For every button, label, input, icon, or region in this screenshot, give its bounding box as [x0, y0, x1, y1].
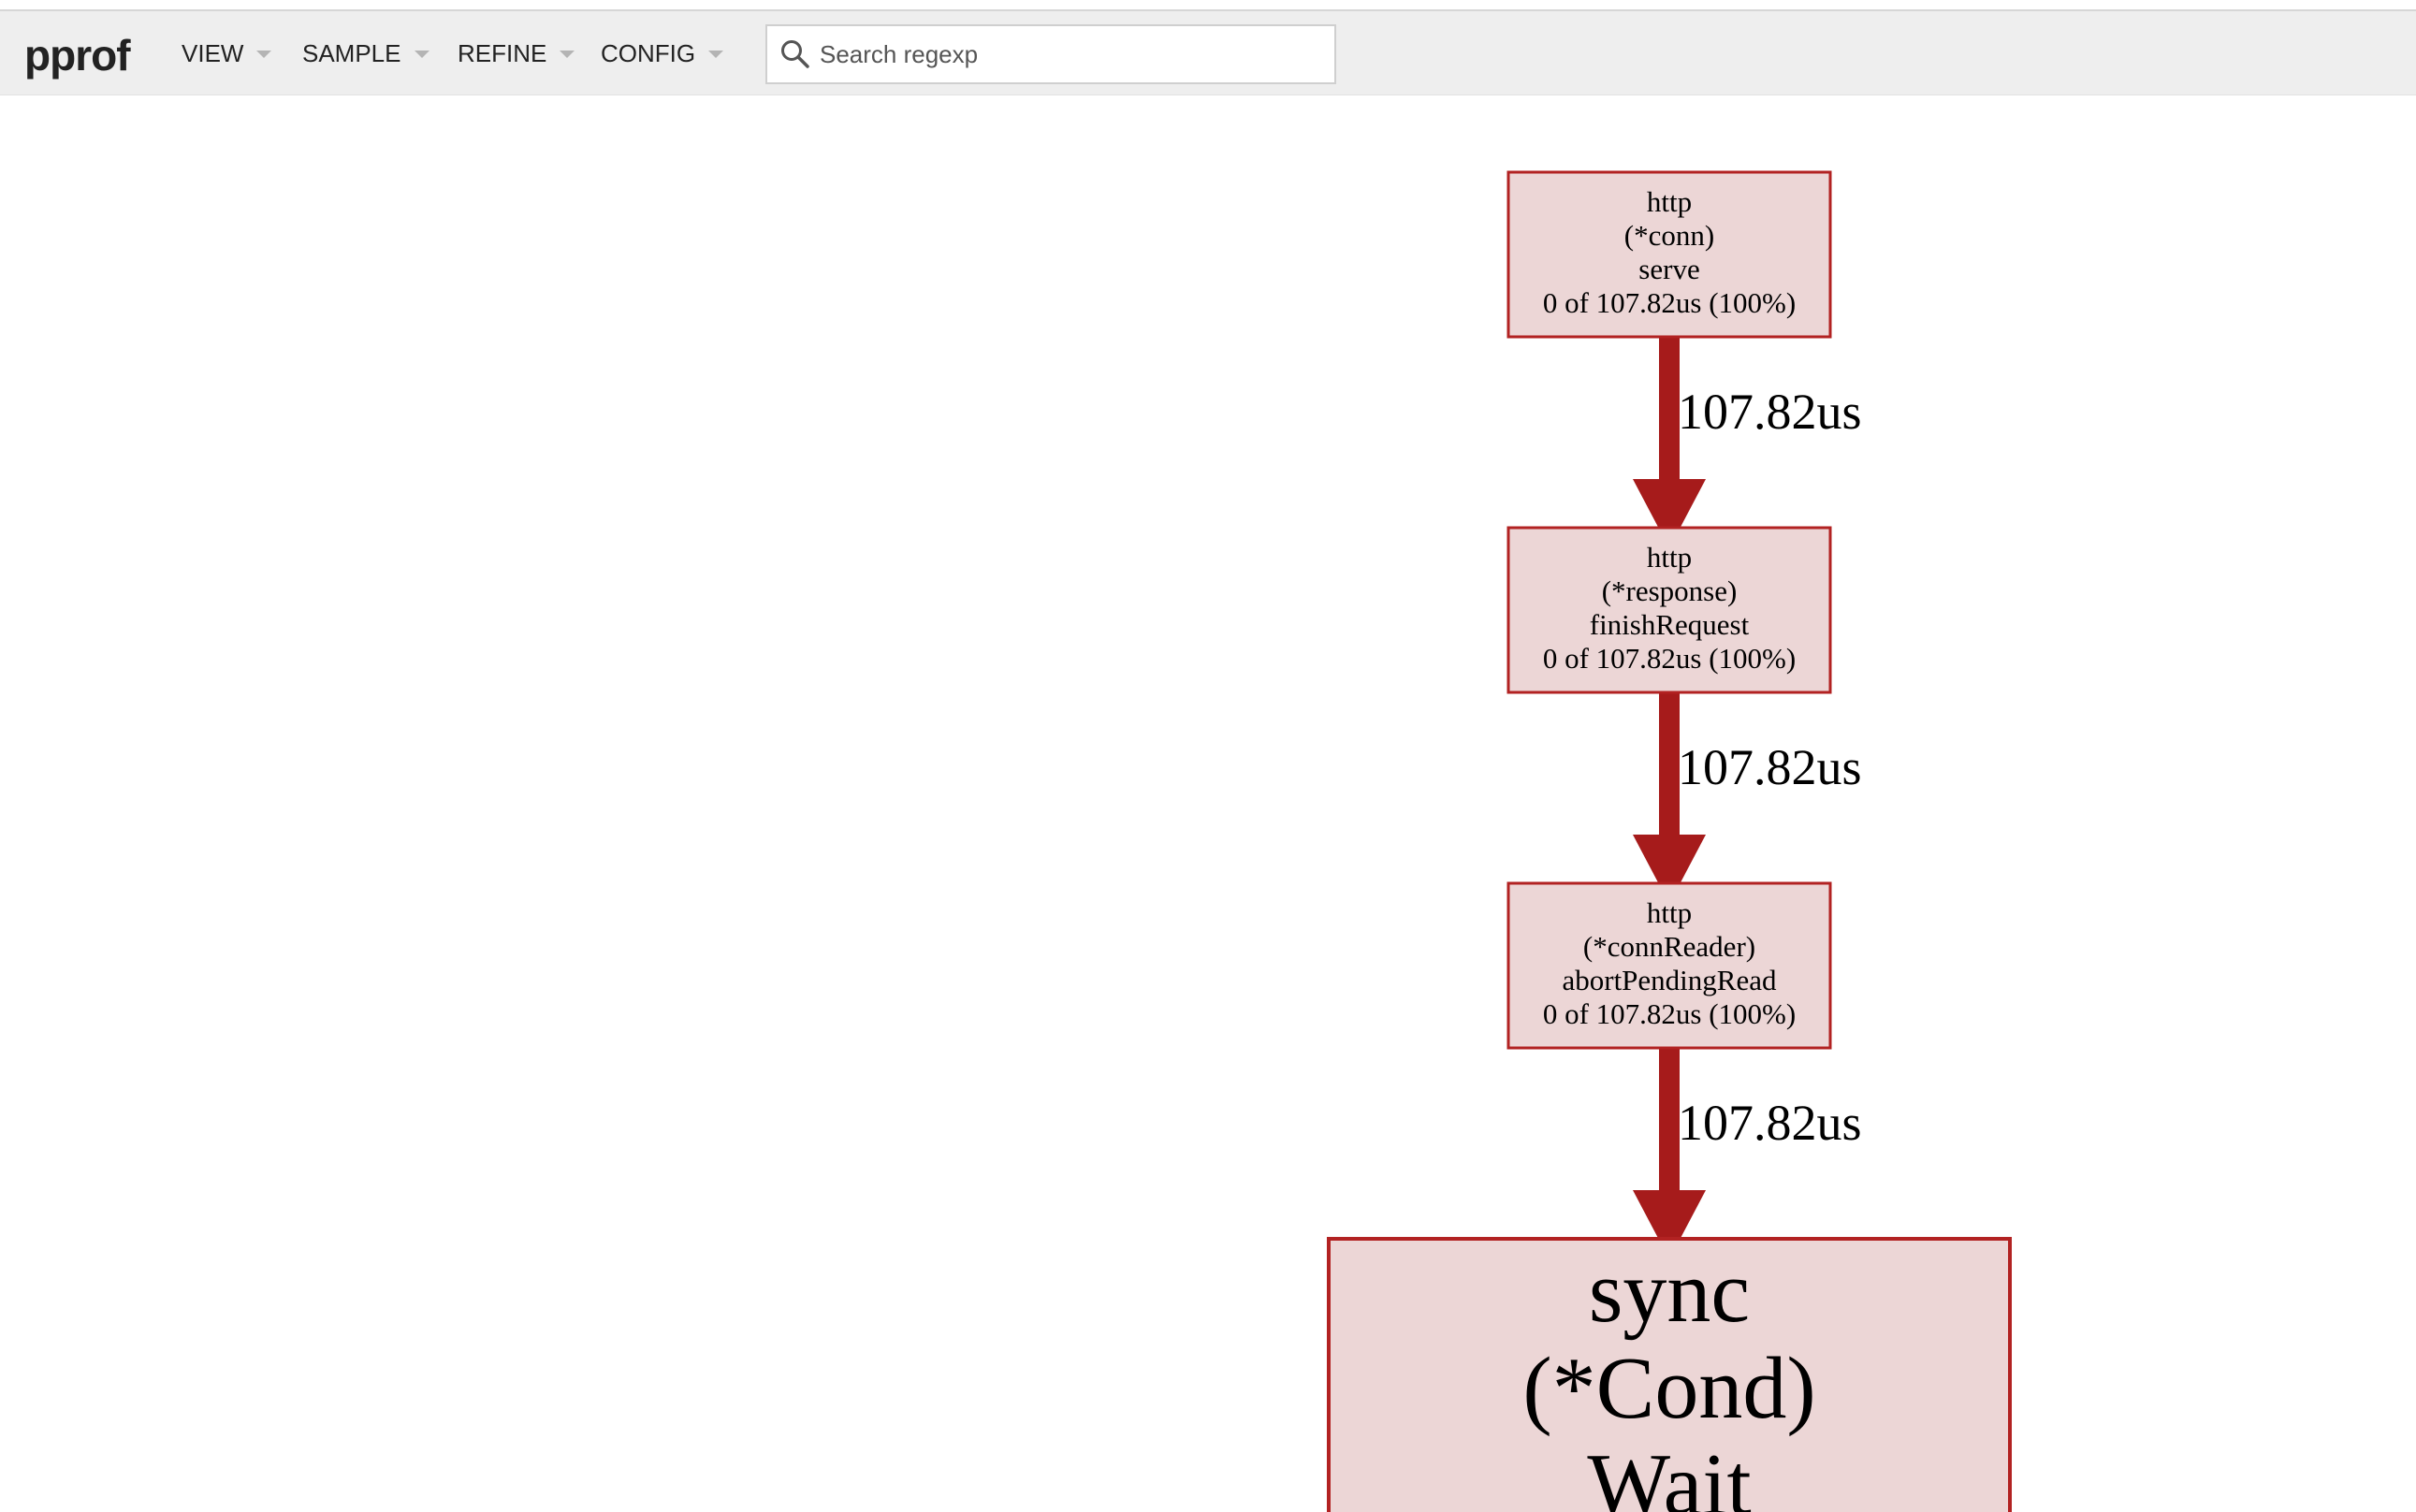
menu-refine-label: REFINE — [458, 39, 547, 67]
node-box — [1506, 170, 1832, 339]
node-receiver: (*connReader) — [1583, 930, 1755, 963]
graph-node[interactable]: http (*connReader) abortPendingRead 0 of… — [1506, 881, 1832, 1050]
node-function: abortPendingRead — [1562, 964, 1777, 996]
search-box — [765, 24, 1336, 84]
node-package: http — [1647, 896, 1692, 929]
header-bar: pprof VIEW SAMPLE REFINE CONFIG — [0, 11, 2416, 95]
window-top-border — [0, 0, 2416, 11]
menu-sample-label: SAMPLE — [302, 39, 401, 67]
edge-arrowhead — [1633, 835, 1706, 904]
menu-sample[interactable]: SAMPLE — [302, 39, 429, 68]
graph-edge[interactable]: 107.82us — [1633, 1048, 1862, 1259]
node-package: http — [1647, 541, 1692, 574]
menu-config[interactable]: CONFIG — [601, 39, 724, 68]
node-cost: 0 of 107.82us (100%) — [1543, 286, 1796, 319]
node-box — [1506, 526, 1832, 694]
menu-view-label: VIEW — [182, 39, 244, 67]
chevron-down-icon — [256, 50, 272, 58]
node-receiver: (*conn) — [1624, 219, 1714, 252]
edge-line — [1659, 1048, 1680, 1196]
node-receiver: (*response) — [1602, 574, 1738, 607]
edge-arrowhead — [1633, 1190, 1706, 1259]
menu-view[interactable]: VIEW — [182, 39, 272, 68]
node-box — [1506, 881, 1832, 1050]
node-package: http — [1647, 185, 1692, 218]
node-box — [1327, 1237, 2012, 1512]
graph-node[interactable]: http (*response) finishRequest 0 of 107.… — [1506, 526, 1832, 694]
node-cost: 0 of 107.82us (100%) — [1543, 997, 1796, 1030]
node-function: Wait — [1587, 1436, 1751, 1512]
chevron-down-icon — [708, 50, 724, 58]
chevron-down-icon — [414, 50, 429, 58]
search-input[interactable] — [820, 34, 1316, 75]
graph-edge[interactable]: 107.82us — [1633, 692, 1862, 904]
menu-refine[interactable]: REFINE — [458, 39, 575, 68]
node-package: sync — [1589, 1243, 1750, 1341]
node-function: serve — [1638, 253, 1699, 285]
call-graph: 107.82us 107.82us 107.82us http (*conn) … — [1327, 170, 2012, 1512]
edge-label: 107.82us — [1678, 739, 1862, 795]
graph-node[interactable]: http (*conn) serve 0 of 107.82us (100%) — [1506, 170, 1832, 339]
edge-line — [1659, 337, 1680, 485]
edge-arrowhead — [1633, 479, 1706, 548]
chevron-down-icon — [560, 50, 575, 58]
node-receiver: (*Cond) — [1522, 1340, 1815, 1437]
edge-label: 107.82us — [1678, 384, 1862, 440]
search-icon — [781, 40, 809, 68]
edge-line — [1659, 692, 1680, 840]
graph-edge[interactable]: 107.82us — [1633, 337, 1862, 548]
menu-config-label: CONFIG — [601, 39, 696, 67]
pprof-logo: pprof — [24, 31, 131, 80]
edge-label: 107.82us — [1678, 1095, 1862, 1151]
node-function: finishRequest — [1590, 608, 1750, 641]
node-cost: 0 of 107.82us (100%) — [1543, 642, 1796, 675]
graph-node[interactable]: sync (*Cond) Wait — [1327, 1237, 2012, 1512]
